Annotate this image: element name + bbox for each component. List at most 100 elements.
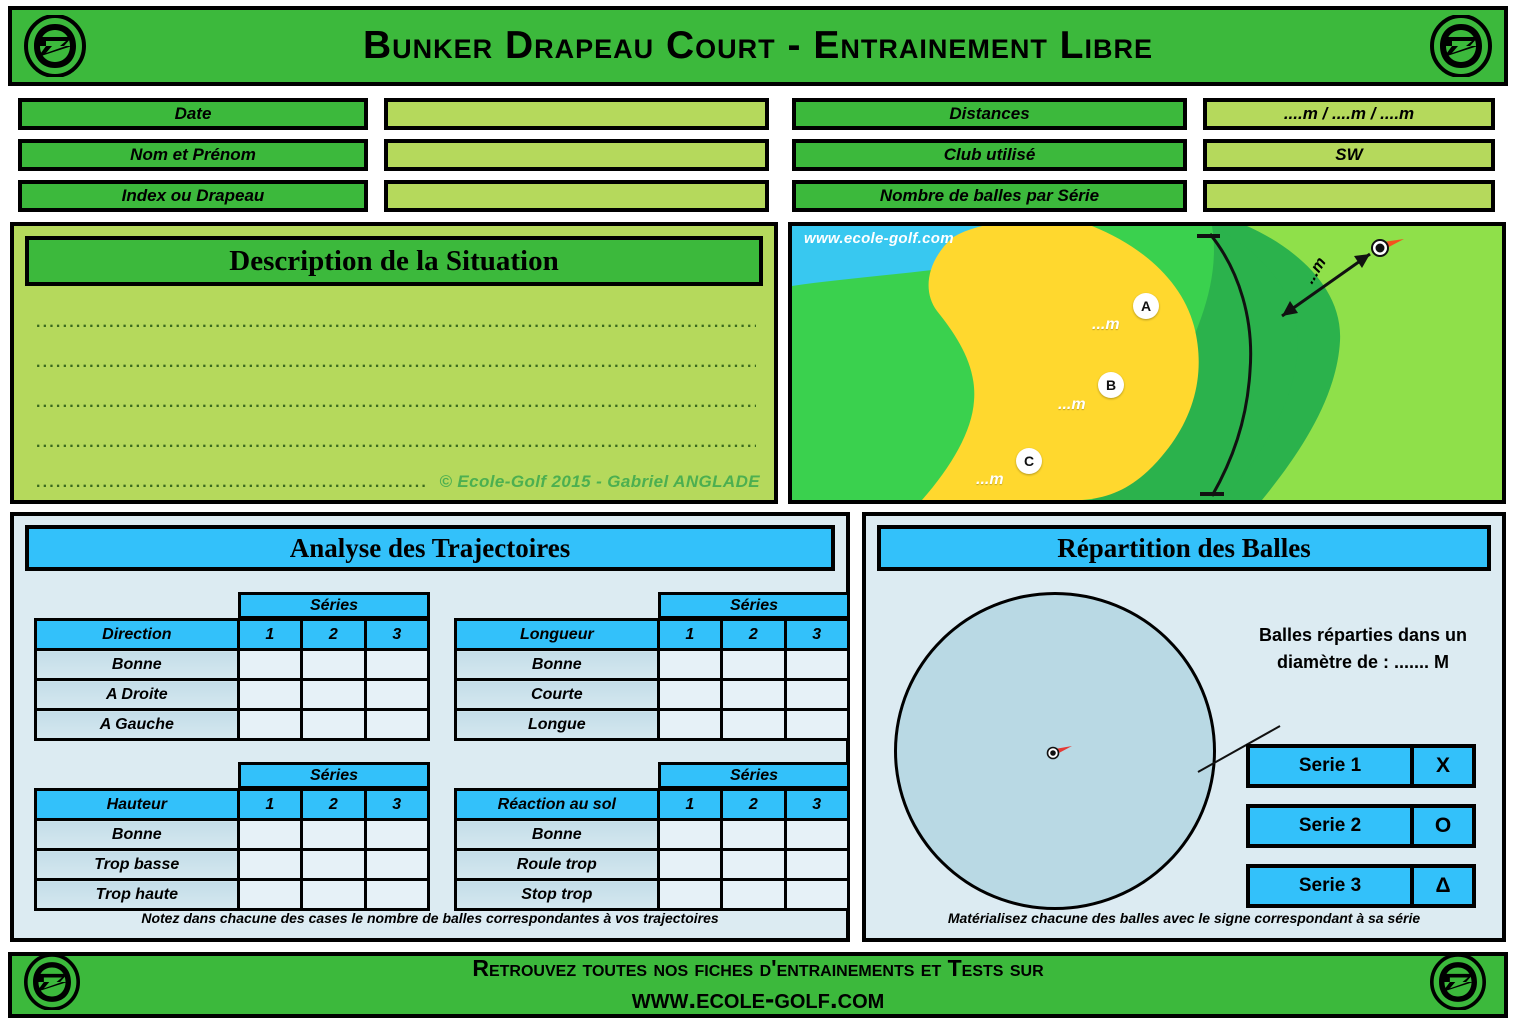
table-row: Bonne [34, 648, 431, 681]
entry-cell[interactable] [656, 678, 724, 711]
description-line[interactable]: ........................................… [36, 474, 426, 491]
name-label: Nom et Prénom [18, 139, 368, 171]
entry-cell[interactable] [656, 818, 724, 851]
trajectories-panel: Analyse des Trajectoires Séries Directio… [10, 512, 851, 942]
entry-cell[interactable] [300, 818, 367, 851]
series-col-2: 2 [720, 788, 787, 821]
repartition-title: Répartition des Balles [1057, 532, 1311, 563]
row-label: Trop haute [34, 878, 240, 911]
serie-3-legend[interactable]: Serie 3 Δ [1246, 864, 1476, 908]
serie-2-legend[interactable]: Serie 2 O [1246, 804, 1476, 848]
description-line[interactable]: ........................................… [36, 354, 756, 371]
ecole-golf-logo-icon [24, 953, 86, 1016]
entry-cell[interactable] [300, 648, 367, 681]
entry-cell[interactable] [720, 878, 787, 911]
serie-1-symbol: X [1410, 748, 1472, 784]
entry-cell[interactable] [236, 648, 304, 681]
entry-cell[interactable] [720, 678, 787, 711]
table-longueur: Séries Longueur 1 2 3 Bonne Courte [454, 592, 851, 741]
serie-2-symbol: O [1410, 808, 1472, 844]
entry-cell[interactable] [720, 818, 787, 851]
bunker-marker-a-distance: ...m [1092, 316, 1120, 333]
entry-cell[interactable] [363, 678, 431, 711]
serie-1-legend[interactable]: Serie 1 X [1246, 744, 1476, 788]
entry-cell[interactable] [236, 878, 304, 911]
table-title-cell: Hauteur [34, 788, 240, 821]
entry-cell[interactable] [783, 848, 851, 881]
entry-cell[interactable] [783, 648, 851, 681]
date-label: Date [18, 98, 368, 130]
entry-cell[interactable] [300, 678, 367, 711]
field-row: Index ou Drapeau Nombre de balles par Sé… [8, 180, 1508, 212]
footer-line-1: Retrouvez toutes nos fiches d'entraineme… [472, 955, 1044, 981]
entry-cell[interactable] [656, 878, 724, 911]
description-line[interactable]: ........................................… [36, 394, 756, 411]
entry-cell[interactable] [720, 708, 787, 741]
date-input[interactable] [384, 98, 769, 130]
balls-per-series-input[interactable] [1203, 180, 1495, 212]
ball-dispersion-circle[interactable] [894, 592, 1281, 912]
footer-line-2[interactable]: www.ecole-golf.com [631, 983, 885, 1014]
table-row: Trop haute [34, 878, 431, 911]
series-col-2: 2 [300, 788, 367, 821]
entry-cell[interactable] [300, 848, 367, 881]
serie-2-label: Serie 2 [1250, 808, 1410, 844]
row-label: Bonne [34, 818, 240, 851]
bunker-marker-b: B [1098, 372, 1124, 398]
entry-cell[interactable] [236, 848, 304, 881]
repartition-note: Matérialisez chacune des balles avec le … [947, 910, 1421, 926]
series-band: Séries [238, 762, 430, 789]
bunker-marker-b-distance: ...m [1058, 396, 1086, 413]
entry-cell[interactable] [236, 678, 304, 711]
distances-input[interactable]: ....m / ....m / ....m [1203, 98, 1495, 130]
index-input[interactable] [384, 180, 769, 212]
table-header-row: Direction 1 2 3 [34, 618, 431, 651]
serie-3-label: Serie 3 [1250, 868, 1410, 904]
row-label: Roule trop [454, 848, 660, 881]
entry-cell[interactable] [236, 708, 304, 741]
field-row: Date Distances ....m / ....m / ....m [8, 98, 1508, 130]
series-col-3: 3 [363, 788, 431, 821]
description-title: Description de la Situation [229, 244, 559, 277]
trajectories-note: Notez dans chacune des cases le nombre d… [141, 910, 719, 926]
table-reaction-au-sol: Séries Réaction au sol 1 2 3 Bonne Roule… [454, 762, 851, 911]
table-title-cell: Réaction au sol [454, 788, 660, 821]
entry-cell[interactable] [656, 648, 724, 681]
entry-cell[interactable] [720, 848, 787, 881]
entry-cell[interactable] [363, 878, 431, 911]
entry-cell[interactable] [783, 818, 851, 851]
entry-cell[interactable] [300, 878, 367, 911]
description-panel: Description de la Situation ............… [10, 222, 778, 504]
series-col-3: 3 [363, 618, 431, 651]
table-row: A Gauche [34, 708, 431, 741]
entry-cell[interactable] [656, 708, 724, 741]
entry-cell[interactable] [363, 708, 431, 741]
entry-cell[interactable] [656, 848, 724, 881]
table-row: Stop trop [454, 878, 851, 911]
footer-bar: Retrouvez toutes nos fiches d'entraineme… [8, 952, 1508, 1018]
table-hauteur: Séries Hauteur 1 2 3 Bonne Trop basse [34, 762, 431, 911]
series-col-2: 2 [300, 618, 367, 651]
entry-cell[interactable] [783, 708, 851, 741]
entry-cell[interactable] [783, 678, 851, 711]
copyright-text: © Ecole-Golf 2015 - Gabriel ANGLADE [439, 472, 760, 491]
entry-cell[interactable] [720, 648, 787, 681]
entry-cell[interactable] [363, 848, 431, 881]
table-row: Roule trop [454, 848, 851, 881]
entry-cell[interactable] [783, 878, 851, 911]
entry-cell[interactable] [363, 818, 431, 851]
name-input[interactable] [384, 139, 769, 171]
course-illustration: www.ecole-golf.com A ...m B ...m C ...m … [788, 222, 1506, 504]
form-fields: Date Distances ....m / ....m / ....m Nom… [8, 94, 1508, 216]
entry-cell[interactable] [363, 648, 431, 681]
description-lines[interactable]: ........................................… [36, 314, 756, 514]
club-input[interactable]: SW [1203, 139, 1495, 171]
entry-cell[interactable] [236, 818, 304, 851]
entry-cell[interactable] [300, 708, 367, 741]
golf-hole-flag-icon [1370, 236, 1412, 264]
description-line[interactable]: ........................................… [36, 434, 756, 451]
description-line[interactable]: ........................................… [36, 314, 756, 331]
table-header-row: Hauteur 1 2 3 [34, 788, 431, 821]
ecole-golf-logo-icon [1430, 14, 1492, 78]
table-row: Bonne [454, 818, 851, 851]
